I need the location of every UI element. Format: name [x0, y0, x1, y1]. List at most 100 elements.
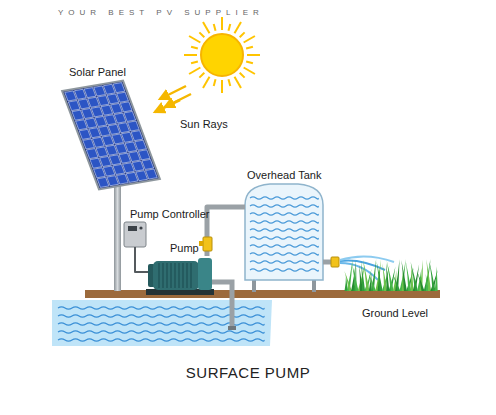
sun-ray: [203, 22, 210, 33]
sun-ray: [203, 77, 210, 88]
panel-cell: [115, 144, 127, 154]
panel-cell: [106, 145, 118, 155]
controller-display: [128, 226, 137, 231]
grass-blade: [369, 273, 376, 291]
panel-cell: [83, 139, 95, 149]
caption: SURFACE PUMP: [186, 364, 310, 381]
tank-body: [245, 184, 323, 280]
panel-cell: [107, 176, 119, 186]
grass-blade: [363, 260, 370, 291]
grass-blade: [344, 271, 351, 291]
panel-cell: [88, 97, 100, 107]
panel-cell: [119, 153, 131, 163]
panel-pole: [114, 176, 121, 291]
controller-cable: [135, 247, 148, 272]
tank-water-line: [250, 213, 318, 215]
grass-blade: [377, 261, 383, 291]
tank-water-line: [250, 245, 318, 247]
panel-cell: [108, 124, 120, 134]
panel-cell: [97, 177, 109, 187]
sun-ray: [246, 47, 253, 49]
outlet-tap: [331, 257, 339, 267]
controller-box: [124, 222, 146, 247]
water: [52, 300, 272, 346]
sun-ray: [214, 79, 216, 86]
panel-cell: [101, 105, 113, 115]
ground-strip: [85, 290, 440, 298]
watermark: YOUR BEST PV SUPPLIER: [58, 8, 264, 17]
water-wave: [58, 331, 264, 333]
ground-level-label: Ground Level: [362, 307, 428, 319]
grass-blade: [401, 260, 407, 291]
pump-motor: [153, 261, 199, 290]
panel-cell: [94, 86, 106, 96]
water-spray: [340, 256, 394, 262]
panel-cell: [136, 171, 148, 181]
sun-ray: [191, 47, 198, 49]
grass-blade: [417, 272, 424, 291]
panel-cell: [138, 150, 150, 160]
solar-panel-drawing: [62, 81, 160, 190]
panel-cell: [91, 107, 103, 117]
panel-cell: [118, 123, 130, 133]
sun-rays-spikes: [184, 17, 260, 93]
sun-ray: [244, 36, 255, 43]
grass-blade: [393, 274, 400, 291]
pump-head: [198, 258, 212, 290]
grass-blade: [406, 262, 411, 291]
sun: [201, 34, 243, 76]
grass-blade: [435, 266, 438, 291]
panel-cell: [90, 158, 102, 168]
grass-blade: [426, 259, 431, 291]
panel-cell: [85, 118, 97, 128]
panel-cell: [82, 108, 94, 118]
sun-ray: [214, 24, 216, 31]
controller-knob: [139, 226, 142, 229]
component-label: Overhead Tank: [247, 169, 321, 181]
panel-cell: [116, 174, 128, 184]
panel-cell: [74, 89, 86, 99]
sun-ray: [247, 54, 260, 56]
tank-water-lines: [250, 197, 318, 271]
motor-fin: [166, 263, 168, 288]
sun-ray: [228, 79, 230, 86]
panel-cell: [65, 91, 77, 101]
grass: [344, 259, 437, 291]
panel-frame: [62, 81, 160, 190]
grass-blade: [386, 263, 389, 291]
panel-cell: [97, 96, 109, 106]
sun-ray: [191, 61, 198, 63]
panel-cell: [76, 120, 88, 130]
ray-arrow: [155, 100, 180, 112]
sun-ray: [235, 77, 242, 88]
sun-ray: [189, 68, 200, 75]
sun-ray: [199, 73, 204, 78]
panel-cell: [125, 142, 137, 152]
panel-cell: [103, 166, 115, 176]
motor-fin: [178, 263, 180, 288]
delivery-pipe: [207, 207, 245, 256]
motor-fin: [174, 263, 176, 288]
panel-cell: [113, 164, 125, 174]
sun-ray: [199, 32, 204, 37]
motor-fin: [182, 263, 184, 288]
panel-cell: [120, 102, 132, 112]
tank-water-line: [250, 269, 318, 271]
panel-cell: [72, 110, 84, 120]
sun-ray: [240, 73, 245, 78]
sun-ray: [246, 61, 253, 63]
panel-cell: [107, 94, 119, 104]
tank-water-line: [250, 205, 318, 207]
component-label: Solar Panel: [69, 66, 126, 78]
component-label: Pump: [170, 242, 199, 254]
grass-blade: [387, 260, 394, 291]
sun-ray: [184, 54, 197, 56]
panel-cell: [98, 126, 110, 136]
panel-cell: [112, 134, 124, 144]
panel-cell: [131, 131, 143, 141]
motor-fin: [186, 263, 188, 288]
panel-cell: [114, 113, 126, 123]
